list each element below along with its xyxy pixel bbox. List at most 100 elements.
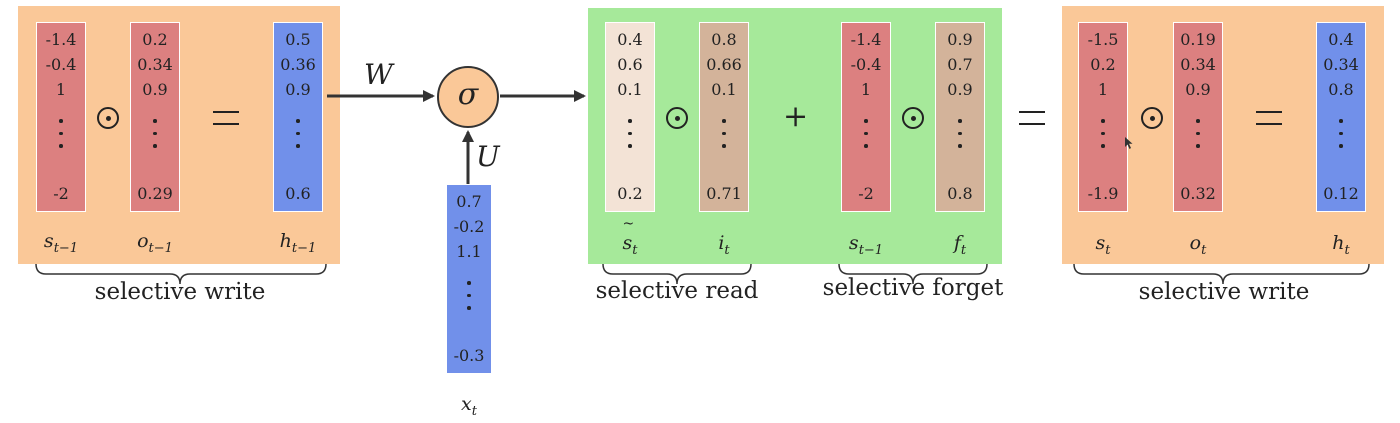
mouse-cursor-icon <box>1125 137 1133 149</box>
vector-value: 0.6 <box>617 55 643 74</box>
vector-i-t: 0.8 0.66 0.1 0.71 <box>699 22 749 212</box>
weight-u-label: U <box>476 140 500 173</box>
vertical-ellipsis <box>606 119 654 157</box>
vector-value: 0.71 <box>706 184 742 203</box>
vector-value: 0.29 <box>137 184 173 203</box>
caption-selective-write-right: selective write <box>1138 279 1310 305</box>
brace-right <box>1073 263 1370 285</box>
label-f-t: ft <box>930 232 990 258</box>
vector-value: 0.4 <box>1328 30 1354 49</box>
vector-value: 0.9 <box>1185 80 1211 99</box>
weight-w-label: W <box>364 58 393 91</box>
vector-value: 0.12 <box>1323 184 1359 203</box>
vector-value: 0.7 <box>947 55 973 74</box>
vector-value: -2 <box>53 184 69 203</box>
vector-value: -1.9 <box>1087 184 1119 203</box>
vector-value: 0.2 <box>1090 55 1116 74</box>
label-base: s <box>848 232 859 254</box>
hadamard-operator-left <box>97 107 119 129</box>
vertical-ellipsis <box>700 119 748 157</box>
label-i-t: it <box>694 232 754 258</box>
label-h-t: ht <box>1311 232 1371 258</box>
vector-value: 0.8 <box>1328 80 1354 99</box>
vector-value: 0.34 <box>1180 55 1216 74</box>
vector-value: 0.34 <box>1323 55 1359 74</box>
label-subscript: t <box>1105 242 1111 258</box>
vector-value: -1.4 <box>850 30 882 49</box>
label-base: s <box>623 216 633 254</box>
hadamard-operator-read <box>666 107 688 129</box>
vertical-ellipsis <box>842 119 890 157</box>
vector-value: 0.36 <box>280 55 316 74</box>
vector-value: -0.2 <box>453 217 485 236</box>
label-subscript: t−1 <box>148 240 173 256</box>
label-subscript: t−1 <box>53 240 79 256</box>
caption-selective-forget: selective forget <box>822 275 1004 301</box>
label-subscript: t <box>471 403 477 419</box>
vector-value: 1 <box>860 80 872 99</box>
vector-value: 0.6 <box>285 184 311 203</box>
vector-value: -0.4 <box>45 55 77 74</box>
sigma-activation-node: σ <box>437 66 499 128</box>
label-subscript: t <box>1344 242 1350 258</box>
brace-forget <box>838 263 988 285</box>
label-base: x <box>461 393 472 415</box>
label-subscript: t <box>960 242 967 258</box>
vector-x-t: 0.7 -0.2 1.1 -0.3 <box>446 184 492 374</box>
hadamard-operator-right <box>1141 107 1163 129</box>
vector-value: 0.9 <box>285 80 311 99</box>
vector-value: 0.7 <box>456 192 482 211</box>
label-subscript: t−1 <box>858 242 884 258</box>
equals-sign-left <box>213 111 239 125</box>
label-s-prev-forget: st−1 <box>836 232 896 258</box>
label-base: o <box>137 230 149 252</box>
vector-value: 0.8 <box>947 184 973 203</box>
label-s-prev-write: st−1 <box>31 230 91 256</box>
vertical-ellipsis <box>447 281 491 319</box>
label-o-prev: ot−1 <box>125 230 185 256</box>
label-subscript: t <box>1201 242 1207 258</box>
vector-value: 0.1 <box>711 80 737 99</box>
vector-value: 0.19 <box>1180 30 1216 49</box>
plus-operator: + <box>783 99 809 134</box>
label-x-t: xt <box>439 393 499 419</box>
vector-h-t: 0.4 0.34 0.8 0.12 <box>1316 22 1366 212</box>
label-s-t: st <box>1073 232 1133 258</box>
brace-read <box>602 263 752 285</box>
vector-value: 1.1 <box>456 242 482 261</box>
vector-value: 0.34 <box>137 55 173 74</box>
vector-value: -2 <box>858 184 874 203</box>
caption-selective-read: selective read <box>595 278 759 304</box>
equals-sign-middle <box>1019 111 1045 125</box>
label-base: s <box>43 230 54 252</box>
vector-value: 0.66 <box>706 55 742 74</box>
equals-sign-right <box>1256 111 1282 125</box>
label-h-prev: ht−1 <box>268 230 328 256</box>
vertical-ellipsis <box>274 119 322 157</box>
vector-value: -0.3 <box>453 346 485 365</box>
brace-left <box>35 263 327 285</box>
caption-selective-write-left: selective write <box>94 279 266 305</box>
vertical-ellipsis <box>131 119 179 157</box>
vector-o-prev: 0.2 0.34 0.9 0.29 <box>130 22 180 212</box>
label-base: f <box>953 232 961 254</box>
vector-value: 0.2 <box>617 184 643 203</box>
vector-h-prev: 0.5 0.36 0.9 0.6 <box>273 22 323 212</box>
vector-value: 0.8 <box>711 30 737 49</box>
vertical-ellipsis <box>37 119 85 157</box>
vector-value: 0.2 <box>142 30 168 49</box>
vector-value: 0.9 <box>142 80 168 99</box>
vector-value: 1 <box>55 80 67 99</box>
vertical-ellipsis <box>1174 119 1222 157</box>
label-o-t: ot <box>1168 232 1228 258</box>
label-subscript: t−1 <box>291 240 317 256</box>
vertical-ellipsis <box>1079 119 1127 157</box>
vector-value: 0.5 <box>285 30 311 49</box>
vertical-ellipsis <box>1317 119 1365 157</box>
vector-value: 0.1 <box>617 80 643 99</box>
